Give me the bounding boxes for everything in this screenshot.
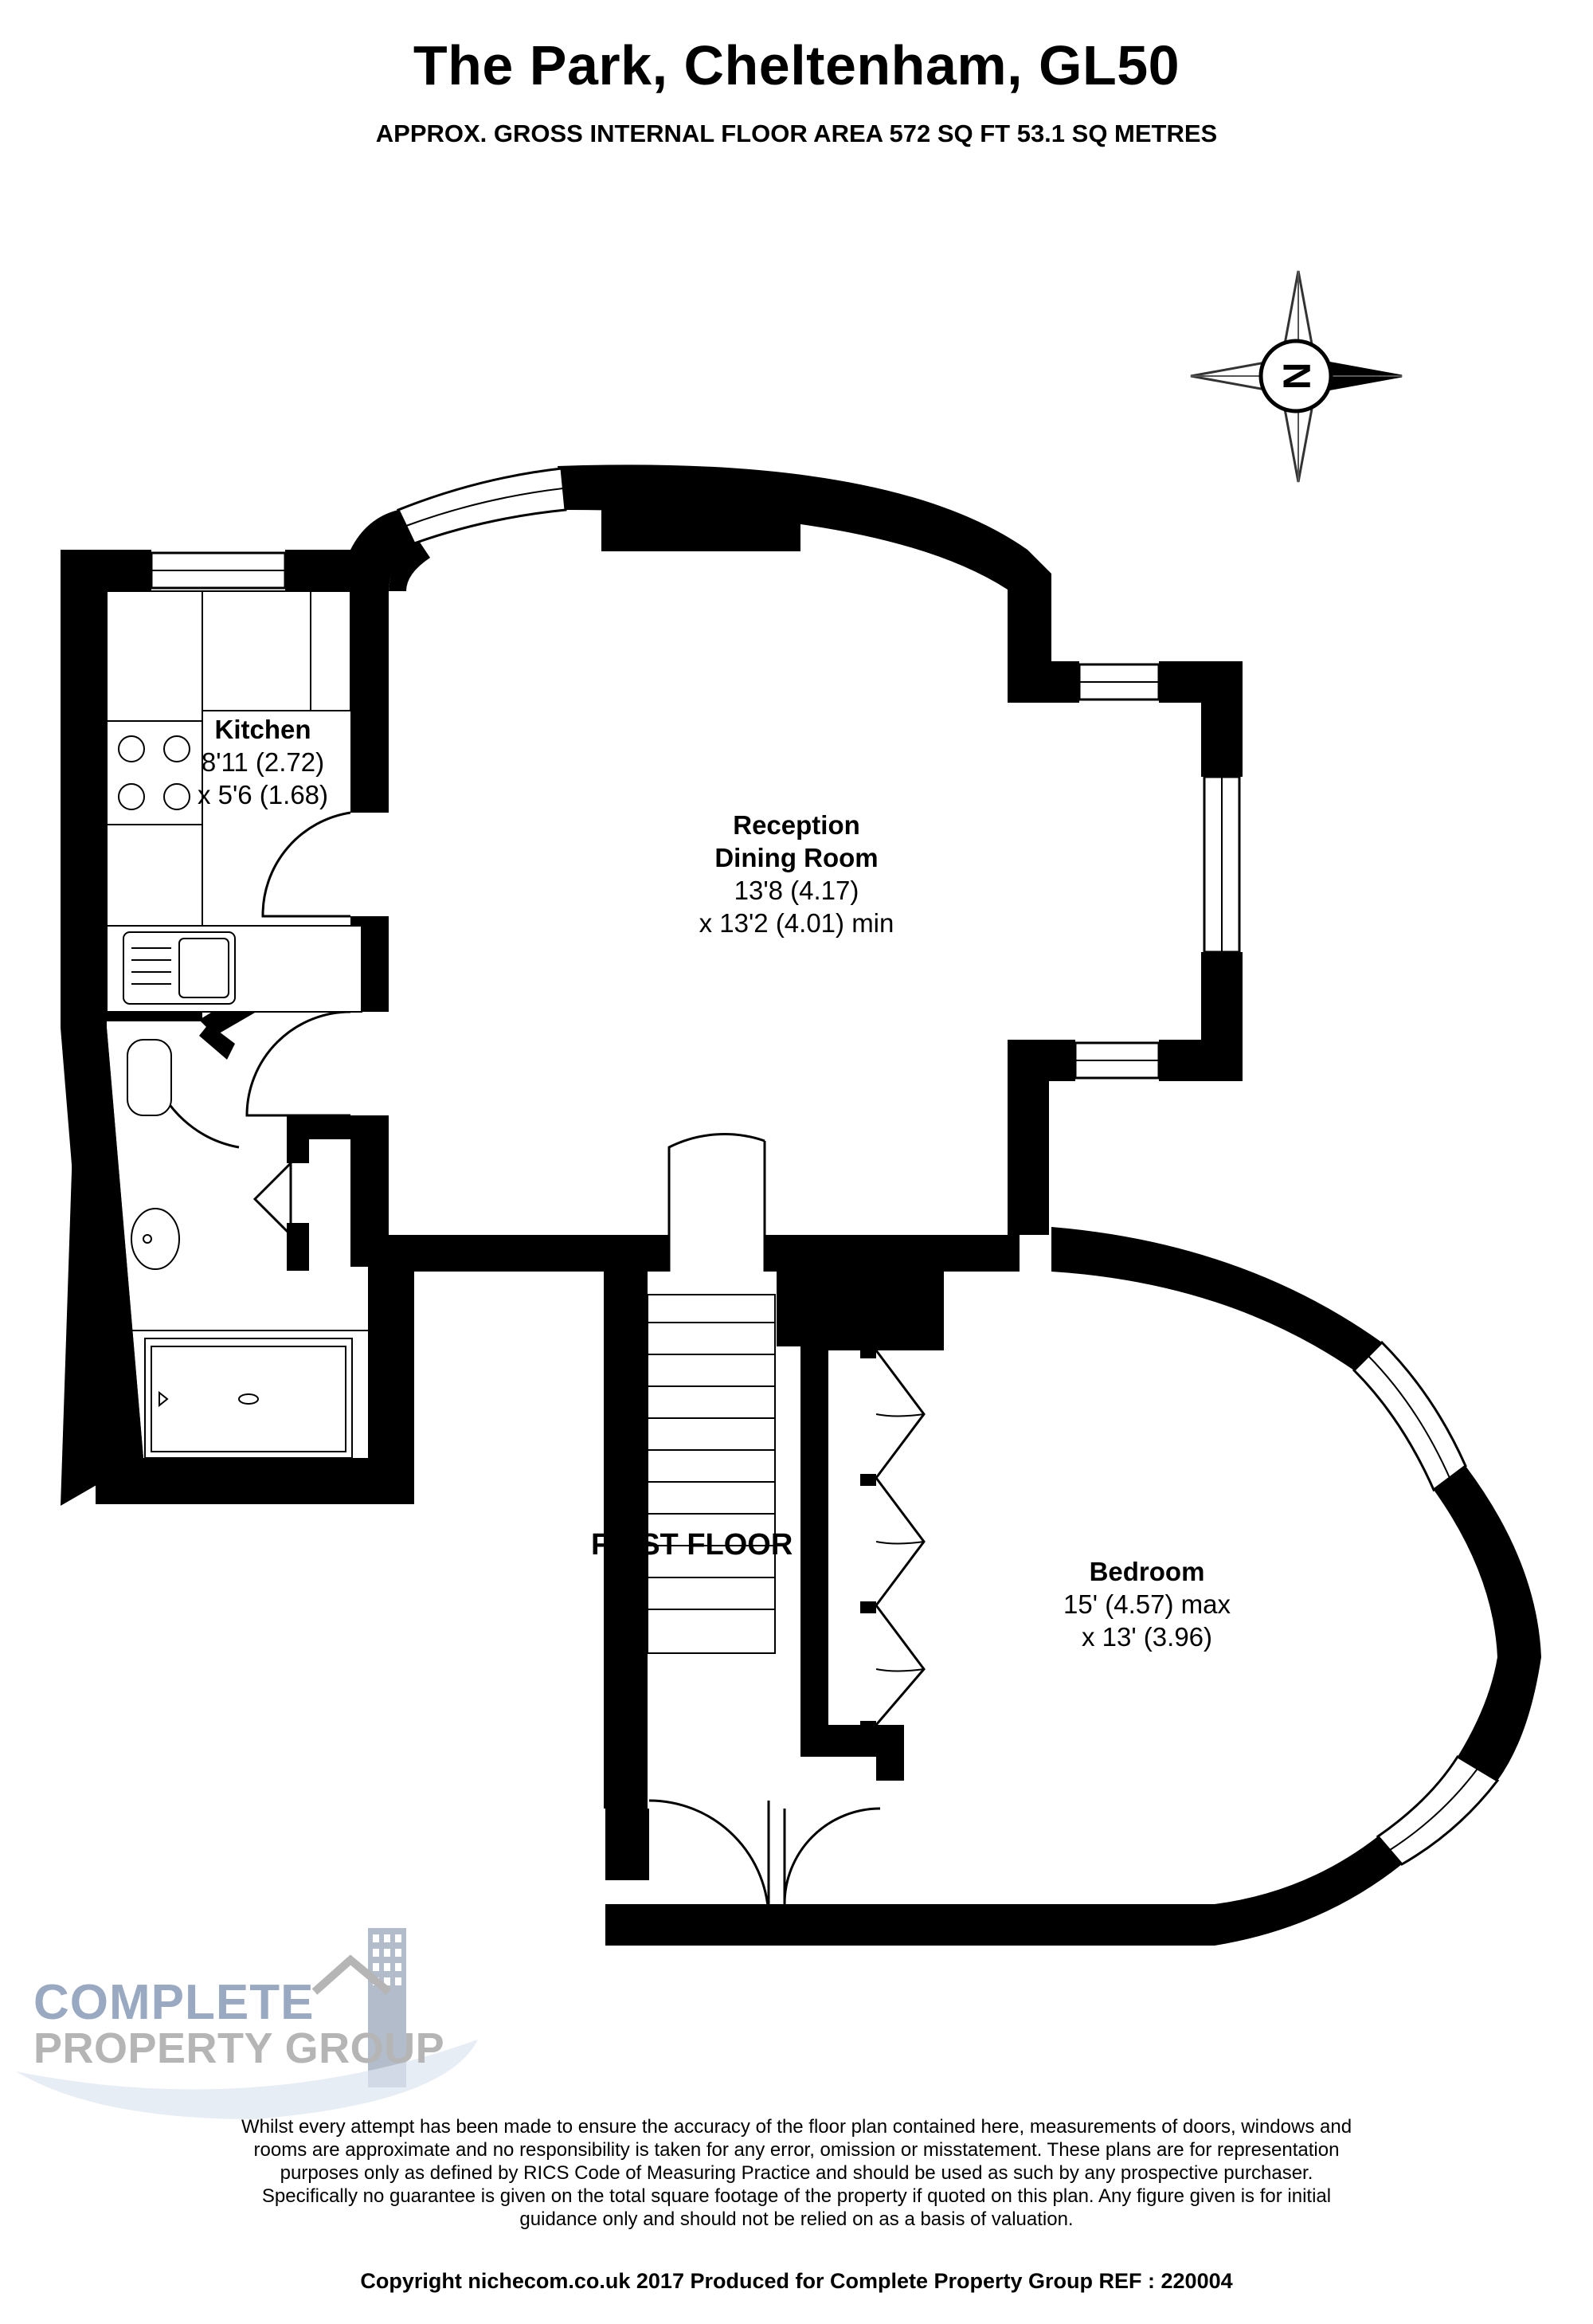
- plan-title: The Park, Cheltenham, GL50: [413, 34, 1180, 96]
- building-logo-icon: [16, 1928, 478, 2119]
- logo-text-complete: COMPLETE: [33, 1975, 315, 2030]
- room-label-kitchen: Kitchen 8'11 (2.72) x 5'6 (1.68): [183, 713, 342, 811]
- kitchen-name: Kitchen: [214, 715, 311, 744]
- reception-dim-1: 13'8 (4.17): [734, 876, 859, 905]
- logo-text-property-group: PROPERTY GROUP: [33, 2024, 445, 2072]
- kitchen-dim-1: 8'11 (2.72): [201, 747, 325, 777]
- disclaimer-line: Specifically no guarantee is given on th…: [261, 2185, 1332, 2207]
- company-logo: [16, 1928, 478, 2119]
- disclaimer-line: purposes only as defined by RICS Code of…: [280, 2162, 1313, 2184]
- disclaimer-line: rooms are approximate and no responsibil…: [253, 2139, 1340, 2161]
- reception-name-2: Dining Room: [714, 843, 879, 872]
- floor-label: FIRST FLOOR: [591, 1528, 793, 1562]
- bedroom-name: Bedroom: [1089, 1557, 1205, 1586]
- walls: [61, 464, 1541, 1946]
- reception-dim-2: x 13'2 (4.01) min: [699, 908, 894, 938]
- copyright-line: Copyright nichecom.co.uk 2017 Produced f…: [360, 2269, 1233, 2293]
- compass-north-label: N: [1275, 363, 1317, 390]
- room-label-bedroom: Bedroom 15' (4.57) max x 13' (3.96): [1020, 1555, 1274, 1653]
- kitchen-dim-2: x 5'6 (1.68): [197, 780, 329, 809]
- bedroom-dim-2: x 13' (3.96): [1081, 1622, 1213, 1652]
- room-label-reception: Reception Dining Room 13'8 (4.17) x 13'2…: [637, 809, 956, 939]
- compass-rose-icon: N: [1190, 270, 1403, 483]
- disclaimer-line: Whilst every attempt has been made to en…: [241, 2116, 1352, 2138]
- bedroom-dim-1: 15' (4.57) max: [1063, 1589, 1231, 1619]
- reception-name-1: Reception: [733, 810, 860, 840]
- disclaimer-line: guidance only and should not be relied o…: [519, 2208, 1074, 2230]
- floor-area-subtitle: APPROX. GROSS INTERNAL FLOOR AREA 572 SQ…: [375, 120, 1218, 147]
- disclaimer: Whilst every attempt has been made to en…: [175, 2115, 1418, 2231]
